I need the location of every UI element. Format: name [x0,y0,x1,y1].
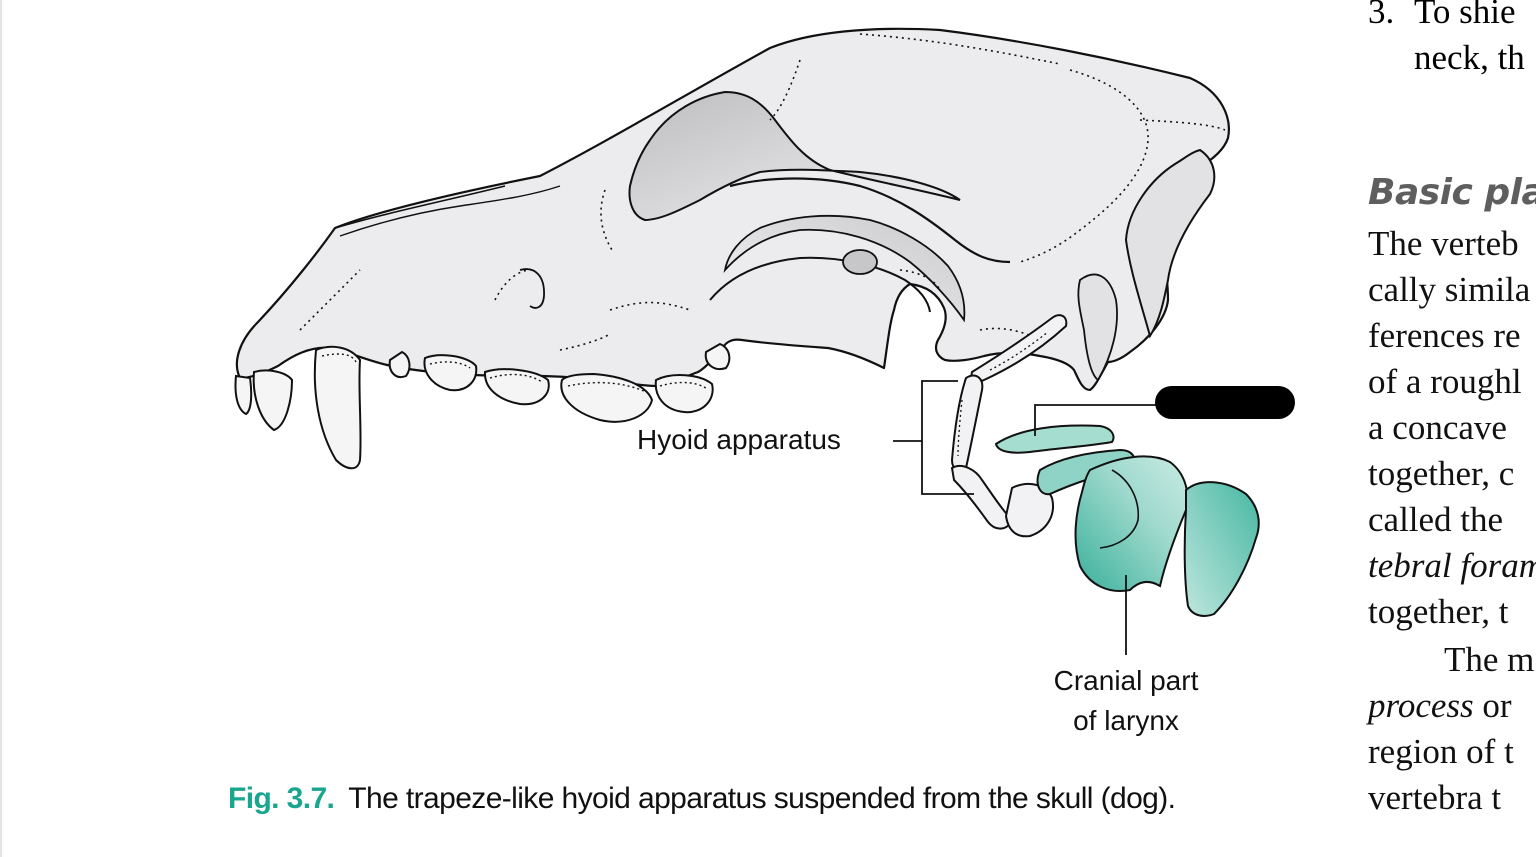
molar [654,374,714,414]
hyoid-bracket [921,380,974,495]
stylohyoid [970,314,1068,383]
text-line: process or [1368,686,1520,726]
list-line: neck, th [1414,38,1525,77]
epiglottis [994,424,1115,454]
text-line: The verteb [1368,224,1519,263]
caption-text: The trapeze-like hyoid apparatus suspend… [348,782,1176,815]
list-line: To shie [1414,0,1516,31]
text-line: a concave [1368,408,1507,447]
right-text-column: 3. To shie neck, th Basic pla The verteb… [1366,0,1536,857]
teeth-sutures [321,353,709,393]
text-line: called the [1368,500,1504,539]
temporal-fossa [723,214,966,323]
premolar [423,354,478,392]
zygomatic-arch [729,177,1011,264]
label-cranial-part-of-larynx: Cranial part of larynx [1018,661,1234,741]
text-line: ferences re [1368,316,1521,355]
mastoid-process [1077,273,1118,382]
label-larynx-line1: Cranial part [1053,665,1199,696]
ear-canal [842,249,878,275]
text-line: of a roughl [1368,362,1522,401]
thyroid-cartilage [1074,455,1189,592]
text-fragment: or [1473,686,1521,725]
figure-number: Fig. 3.7. [228,782,335,815]
page-edge-rule [0,0,2,857]
text-line: region of t [1368,732,1514,771]
text-line: cally simila [1368,270,1531,309]
text-line: together, t [1368,592,1509,631]
redacted-leader [1034,404,1160,436]
ceratohyoid [950,464,1014,530]
maxilla-line [339,185,561,237]
molar [704,342,731,370]
leader-lines [893,380,1160,655]
hyoid-bones [950,314,1068,538]
figure-caption: Fig. 3.7. The trapeze-like hyoid apparatu… [228,782,1176,816]
premolar [388,350,411,378]
text-line: together, c [1368,454,1515,493]
label-hyoid-apparatus: Hyoid apparatus [637,424,841,455]
text-line: The m [1444,640,1535,679]
infraorbital-foramen [519,268,545,309]
incisor [252,369,294,432]
premolar [483,368,550,406]
list-number: 3. [1368,0,1395,31]
cricoid-cartilage [1183,481,1260,617]
larynx [994,424,1260,617]
text-line-italic: tebral foram [1368,546,1536,585]
canine [313,345,362,470]
incisor [234,374,253,416]
hyoid-sutures [957,331,1049,457]
label-larynx-line2: of larynx [1073,705,1179,736]
skull-orbit [628,90,961,222]
larynx-fold [1099,469,1139,549]
occipital-region [1124,148,1216,339]
basihyoid [1004,482,1054,538]
redacted-label [1155,386,1295,419]
skull-outline [235,27,1230,392]
text-line: vertebra t [1368,778,1502,817]
epihyoid [950,374,984,472]
nasal-line [334,185,506,229]
italic-term: process [1368,686,1474,725]
section-heading: Basic pla [1368,172,1536,213]
